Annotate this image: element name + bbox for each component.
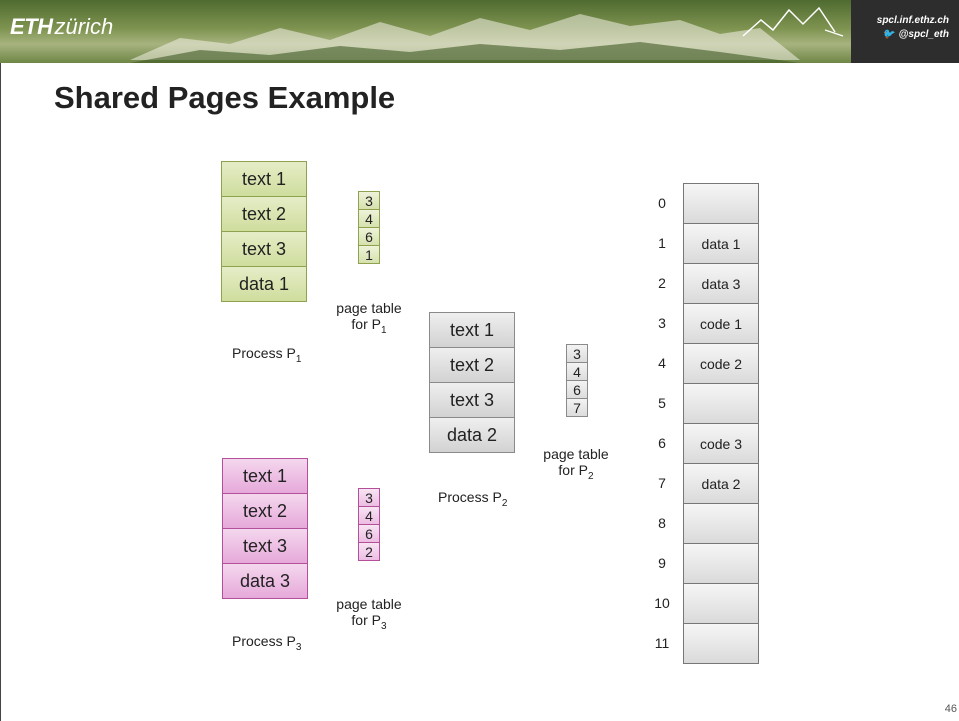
logo-zurich-text: zürich (54, 14, 114, 39)
caption-line1: page table (336, 300, 402, 316)
page-text-1: text 1 (429, 312, 515, 348)
memory-frame: code 1 (683, 303, 759, 344)
process-p3-pages: text 1 text 2 text 3 data 3 (222, 458, 308, 599)
page-data: data 3 (222, 563, 308, 599)
caption-line2-sub: 3 (381, 620, 387, 632)
page-data: data 1 (221, 266, 307, 302)
process-p3-label-sub: 3 (295, 641, 302, 653)
page-table-entry: 3 (358, 488, 380, 507)
eth-zurich-logo: ETHzürich (10, 14, 113, 40)
caption-line2: for P3 (323, 612, 415, 635)
page-text-2: text 2 (429, 347, 515, 383)
caption-line1: page table (543, 446, 609, 462)
process-p2-pages: text 1 text 2 text 3 data 2 (429, 312, 515, 453)
page-data: data 2 (429, 417, 515, 453)
frame-number: 9 (658, 555, 666, 571)
memory-frame (683, 623, 759, 664)
twitter-bird-icon: 🐦 (882, 29, 895, 40)
caption-line2-sub: 2 (588, 470, 594, 482)
spcl-twitter-handle: @spcl_eth (898, 29, 949, 40)
frame-number-column: 0 1 2 3 4 5 6 7 8 9 10 11 (650, 183, 674, 663)
process-p1-label-text: Process P (232, 345, 296, 361)
slide-number: 46 (944, 703, 957, 715)
memory-frame: data 1 (683, 223, 759, 264)
frame-number: 1 (658, 235, 666, 251)
process-p1-label-sub: 1 (295, 353, 302, 365)
page-table-entry: 6 (566, 380, 588, 399)
page-table-p2: 3 4 6 7 (566, 344, 588, 417)
spcl-url[interactable]: spcl.inf.ethz.ch (876, 15, 949, 26)
frame-number: 0 (658, 195, 666, 211)
page-table-entry: 1 (358, 245, 380, 264)
process-p2-label-text: Process P (438, 489, 502, 505)
page-text-3: text 3 (221, 231, 307, 267)
frame-number: 8 (658, 515, 666, 531)
memory-frame: code 2 (683, 343, 759, 384)
page-table-p2-caption: page table for P2 (530, 446, 622, 485)
frame-number: 4 (658, 355, 666, 371)
page-table-entry: 7 (566, 398, 588, 417)
caption-line2-text: for P (558, 462, 588, 478)
frame-number: 11 (654, 635, 670, 651)
page-table-p3-caption: page table for P3 (323, 596, 415, 635)
spcl-info-box: spcl.inf.ethz.ch 🐦@spcl_eth (851, 0, 959, 63)
process-p1-label: Process P1 (232, 345, 301, 365)
header-banner: ETHzürich spcl.inf.ethz.ch 🐦@spcl_eth (0, 0, 959, 63)
physical-memory: data 1 data 3 code 1 code 2 code 3 data … (683, 183, 759, 664)
page-table-entry: 4 (358, 506, 380, 525)
caption-line2: for P2 (530, 462, 622, 485)
memory-frame: data 3 (683, 263, 759, 304)
process-p1-pages: text 1 text 2 text 3 data 1 (221, 161, 307, 302)
process-p3-label: Process P3 (232, 633, 301, 653)
page-text-3: text 3 (429, 382, 515, 418)
page-table-entry: 6 (358, 524, 380, 543)
spcl-twitter[interactable]: 🐦@spcl_eth (882, 29, 949, 40)
memory-frame (683, 543, 759, 584)
memory-frame (683, 583, 759, 624)
slide-title: Shared Pages Example (54, 80, 396, 115)
page-table-entry: 3 (566, 344, 588, 363)
page-text-1: text 1 (222, 458, 308, 494)
caption-line2-text: for P (351, 316, 381, 332)
page-text-3: text 3 (222, 528, 308, 564)
memory-frame (683, 383, 759, 424)
caption-line1: page table (336, 596, 402, 612)
page-text-2: text 2 (221, 196, 307, 232)
frame-number: 7 (658, 475, 666, 491)
slide-left-border (0, 63, 1, 721)
page-table-p3: 3 4 6 2 (358, 488, 380, 561)
memory-frame: data 2 (683, 463, 759, 504)
page-table-entry: 2 (358, 542, 380, 561)
process-p2-label: Process P2 (438, 489, 507, 509)
process-p2-label-sub: 2 (501, 497, 508, 509)
caption-line2-sub: 1 (381, 324, 387, 336)
logo-eth-text: ETH (10, 14, 53, 39)
page-table-p1: 3 4 6 1 (358, 191, 380, 264)
page-text-1: text 1 (221, 161, 307, 197)
page-table-entry: 4 (566, 362, 588, 381)
page-table-entry: 4 (358, 209, 380, 228)
caption-line2-text: for P (351, 612, 381, 628)
frame-number: 10 (654, 595, 670, 611)
spcl-sketch-icon (742, 6, 844, 37)
page-table-entry: 3 (358, 191, 380, 210)
frame-number: 5 (658, 395, 666, 411)
mountain-panorama-image (130, 14, 800, 63)
memory-frame: code 3 (683, 423, 759, 464)
page-table-p1-caption: page table for P1 (323, 300, 415, 339)
frame-number: 3 (658, 315, 666, 331)
memory-frame (683, 183, 759, 224)
frame-number: 2 (658, 275, 666, 291)
frame-number: 6 (658, 435, 666, 451)
caption-line2: for P1 (323, 316, 415, 339)
page-text-2: text 2 (222, 493, 308, 529)
memory-frame (683, 503, 759, 544)
process-p3-label-text: Process P (232, 633, 296, 649)
page-table-entry: 6 (358, 227, 380, 246)
